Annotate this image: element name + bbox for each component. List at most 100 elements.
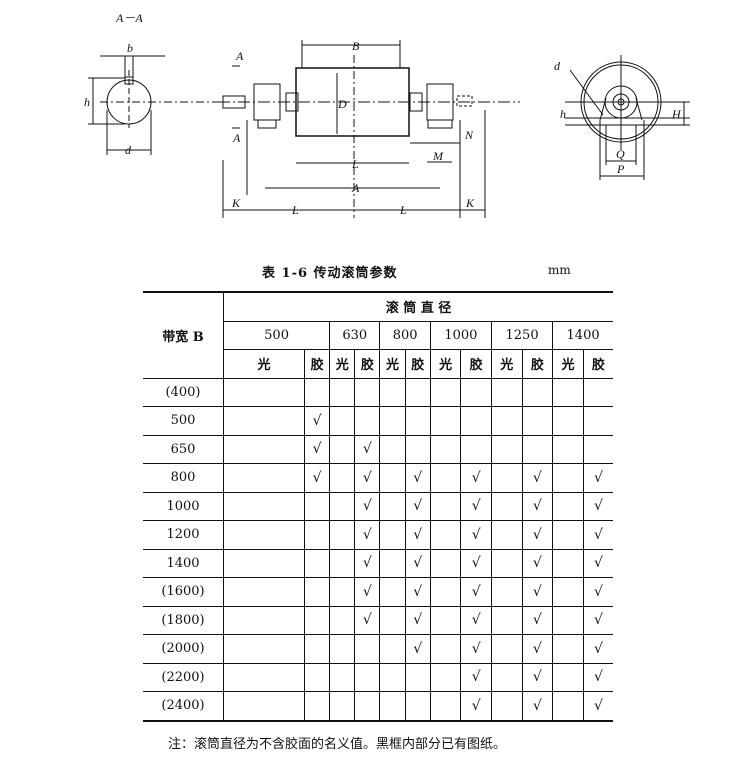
check-mark-cell: √	[460, 662, 492, 692]
check-mark-cell: √	[460, 463, 492, 493]
dim-h1: h	[84, 95, 90, 109]
belt-width-cell: (2200)	[143, 662, 224, 692]
empty-cell	[329, 548, 356, 578]
empty-cell	[379, 691, 406, 722]
empty-cell	[552, 548, 584, 578]
diameter-header: 1000	[429, 320, 492, 350]
check-mark-cell: √	[582, 662, 613, 692]
section-label: A－A	[115, 11, 143, 25]
empty-cell	[303, 634, 331, 664]
empty-cell	[303, 520, 331, 550]
belt-width-cell: (400)	[143, 377, 224, 407]
table-row: (2200)√√√	[143, 662, 613, 692]
check-mark-cell: √	[404, 634, 431, 664]
sub-header-bare: 光	[552, 349, 584, 379]
check-mark-cell: √	[404, 548, 431, 578]
empty-cell	[552, 662, 584, 692]
empty-cell	[404, 377, 431, 407]
sub-header-rubber: 胶	[582, 349, 613, 379]
empty-cell	[490, 605, 523, 635]
empty-cell	[223, 605, 305, 635]
check-mark-cell: √	[303, 406, 331, 436]
empty-cell	[303, 662, 331, 692]
sub-header-bare: 光	[379, 349, 406, 379]
dim-K-left: K	[231, 196, 241, 210]
empty-cell	[354, 634, 381, 664]
sub-header-rubber: 胶	[521, 349, 554, 379]
section-mark-A-bottom: A	[232, 131, 241, 145]
check-mark-cell: √	[460, 634, 492, 664]
dim-L: L	[351, 157, 359, 171]
sub-header-bare: 光	[223, 349, 305, 379]
table-note: 注：滚筒直径为不含胶面的名义值。黑框内部分已有图纸。	[168, 737, 507, 752]
empty-cell	[429, 605, 462, 635]
empty-cell	[429, 434, 462, 464]
empty-cell	[329, 377, 356, 407]
check-mark-cell: √	[303, 463, 331, 493]
dim-K-right: K	[465, 196, 475, 210]
dim-L2-left: L	[291, 203, 299, 217]
check-mark-cell: √	[404, 577, 431, 607]
dim-L2-right: L	[399, 203, 407, 217]
empty-cell	[223, 548, 305, 578]
check-mark-cell: √	[521, 520, 554, 550]
check-mark-cell: √	[404, 463, 431, 493]
sub-header-bare: 光	[490, 349, 523, 379]
empty-cell	[379, 520, 406, 550]
empty-cell	[329, 434, 356, 464]
check-mark-cell: √	[582, 491, 613, 521]
empty-cell	[329, 520, 356, 550]
table-row: 1400√√√√√	[143, 548, 613, 578]
empty-cell	[552, 605, 584, 635]
check-mark-cell: √	[404, 605, 431, 635]
empty-cell	[429, 577, 462, 607]
empty-cell	[552, 463, 584, 493]
empty-cell	[582, 406, 613, 436]
belt-width-cell: (2000)	[143, 634, 224, 664]
empty-cell	[303, 377, 331, 407]
empty-cell	[460, 434, 492, 464]
dim-M: M	[432, 149, 444, 163]
empty-cell	[552, 577, 584, 607]
empty-cell	[354, 691, 381, 722]
empty-cell	[490, 634, 523, 664]
empty-cell	[303, 691, 331, 722]
check-mark-cell: √	[354, 491, 381, 521]
empty-cell	[429, 691, 462, 722]
empty-cell	[429, 634, 462, 664]
sub-header-rubber: 胶	[303, 349, 331, 379]
dim-d0: d	[554, 59, 561, 73]
empty-cell	[429, 662, 462, 692]
belt-width-cell: 1400	[143, 548, 224, 578]
table-row: 650√√	[143, 434, 613, 464]
check-mark-cell: √	[521, 634, 554, 664]
empty-cell	[490, 377, 523, 407]
empty-cell	[223, 434, 305, 464]
empty-cell	[429, 406, 462, 436]
dim-h: h	[560, 107, 566, 121]
diameter-header: 1400	[552, 320, 613, 350]
table-row: 500√	[143, 406, 613, 436]
empty-cell	[429, 520, 462, 550]
dim-B: B	[352, 39, 360, 53]
diameter-header: 500	[223, 320, 331, 350]
empty-cell	[379, 577, 406, 607]
empty-cell	[490, 662, 523, 692]
check-mark-cell: √	[354, 605, 381, 635]
sub-header-bare: 光	[429, 349, 462, 379]
check-mark-cell: √	[354, 520, 381, 550]
check-mark-cell: √	[521, 577, 554, 607]
empty-cell	[303, 605, 331, 635]
check-mark-cell: √	[582, 520, 613, 550]
dim-P: P	[616, 162, 625, 176]
empty-cell	[223, 377, 305, 407]
check-mark-cell: √	[521, 548, 554, 578]
empty-cell	[404, 691, 431, 722]
empty-cell	[429, 548, 462, 578]
row-header-belt-width: 带宽 B	[143, 291, 224, 379]
empty-cell	[460, 406, 492, 436]
empty-cell	[379, 406, 406, 436]
empty-cell	[223, 520, 305, 550]
check-mark-cell: √	[582, 577, 613, 607]
